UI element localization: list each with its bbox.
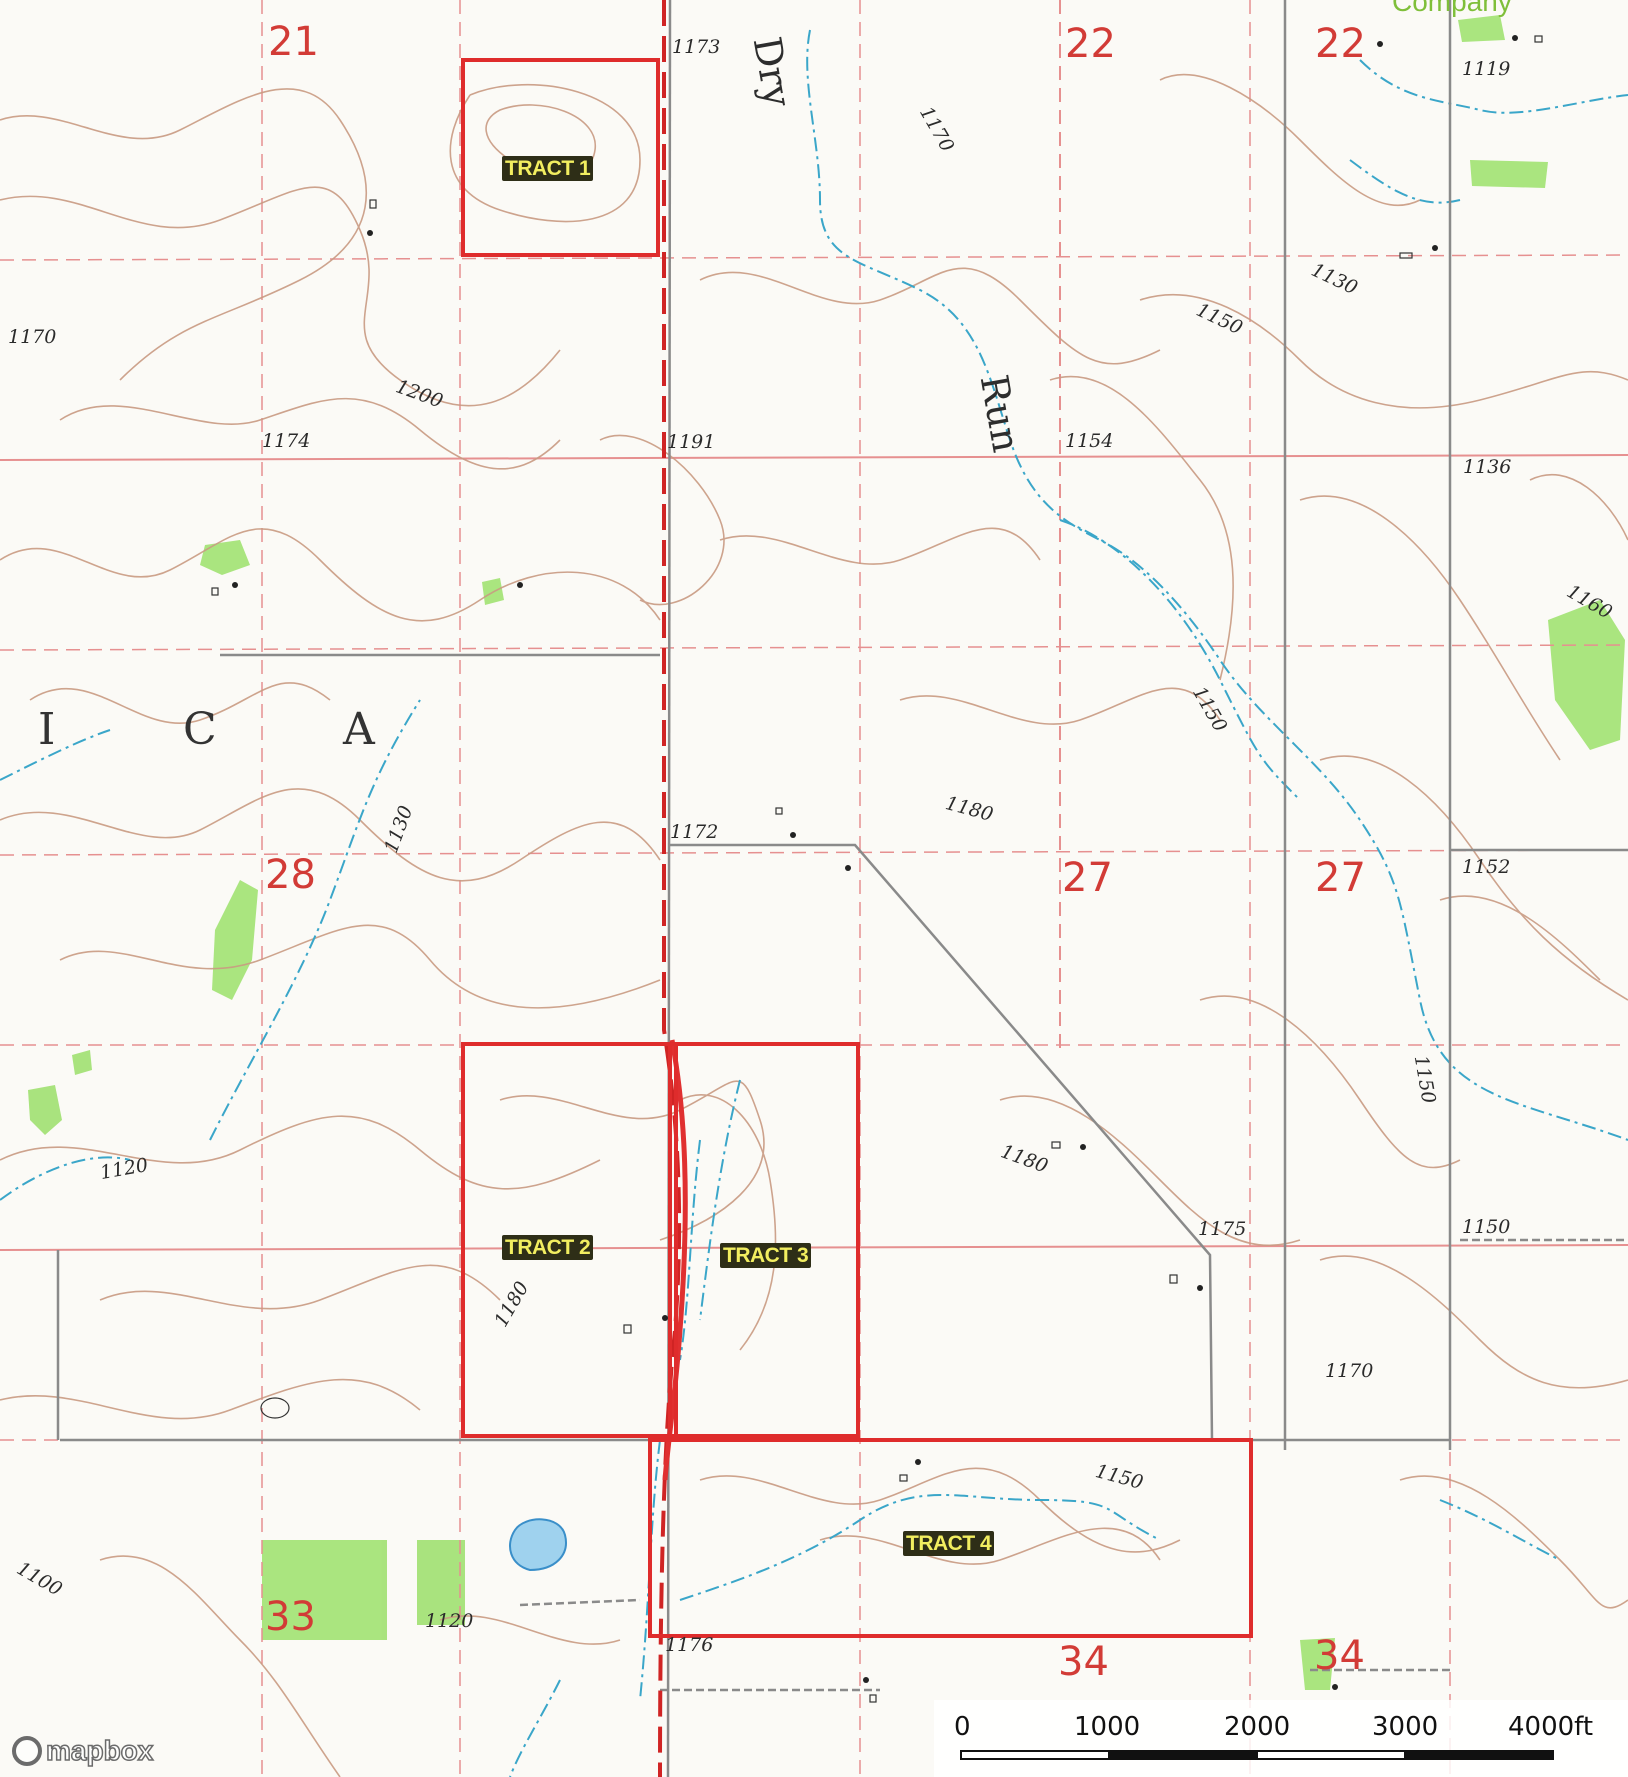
elevation-label: 1152 (1462, 856, 1511, 878)
section-number: 21 (268, 19, 319, 65)
elevation-label: 1173 (672, 36, 721, 58)
elevation-label: 1119 (1462, 58, 1511, 80)
scale-bar: 0 1000 2000 3000 4000ft (934, 1700, 1628, 1777)
mapbox-logo-icon (12, 1736, 42, 1766)
elevation-label: 1154 (1065, 430, 1114, 452)
scale-segment (1108, 1750, 1258, 1760)
elevation-label: 1150 (1462, 1216, 1511, 1238)
tract-2-label: TRACT 2 (502, 1235, 594, 1261)
elevation-label: 1170 (8, 326, 57, 348)
elevation-label: 1172 (670, 821, 719, 843)
tract-3-boundary[interactable] (668, 1042, 860, 1438)
scale-tick-label: 0 (954, 1712, 971, 1742)
elevation-label: 1175 (1198, 1218, 1247, 1240)
elevation-label: 1176 (665, 1634, 714, 1656)
tract-2-boundary[interactable] (461, 1042, 678, 1438)
stream-name-dry: Dry (744, 33, 801, 111)
section-number: 22 (1065, 21, 1116, 67)
corner-overlay-text: Company (1392, 0, 1512, 17)
building-markers (232, 35, 1518, 1690)
scale-segment (1404, 1750, 1554, 1760)
scale-tick-label: 4000ft (1508, 1712, 1594, 1742)
streams (0, 29, 1628, 1777)
tract-4-boundary[interactable] (648, 1438, 1253, 1638)
section-number: 33 (265, 1594, 316, 1640)
county-name-letter: C (183, 704, 217, 755)
scale-tick-label: 2000 (1224, 1712, 1291, 1742)
elevation-label: 1120 (425, 1610, 474, 1632)
section-number: 22 (1315, 21, 1366, 67)
building-outlines (211, 35, 1543, 1703)
tract-4-label: TRACT 4 (903, 1531, 995, 1557)
county-name-letter: I (38, 704, 56, 755)
woodland-patches (28, 15, 1625, 1690)
elevation-label: 1174 (262, 430, 311, 452)
section-number: 28 (265, 852, 316, 898)
county-name-letter: A (343, 704, 375, 755)
elevation-label: 1170 (1325, 1360, 1374, 1382)
section-number: 27 (1062, 855, 1113, 901)
tract-1-label: TRACT 1 (502, 156, 594, 182)
scale-tick-label: 3000 (1372, 1712, 1439, 1742)
section-number: 34 (1058, 1639, 1109, 1685)
tract-3-label: TRACT 3 (720, 1243, 812, 1269)
mapbox-logo-text: mapbox (45, 1734, 154, 1767)
section-number: 27 (1315, 855, 1366, 901)
elevation-label: 1191 (667, 431, 716, 453)
roads (56, 0, 1628, 1777)
scale-tick-label: 1000 (1074, 1712, 1141, 1742)
scale-segment (1256, 1750, 1406, 1760)
elevation-label: 1136 (1463, 456, 1512, 478)
section-number: 34 (1314, 1633, 1365, 1679)
tract-1-boundary[interactable] (461, 58, 660, 257)
mapbox-attribution[interactable]: mapbox (12, 1734, 154, 1767)
scale-segment (960, 1750, 1110, 1760)
